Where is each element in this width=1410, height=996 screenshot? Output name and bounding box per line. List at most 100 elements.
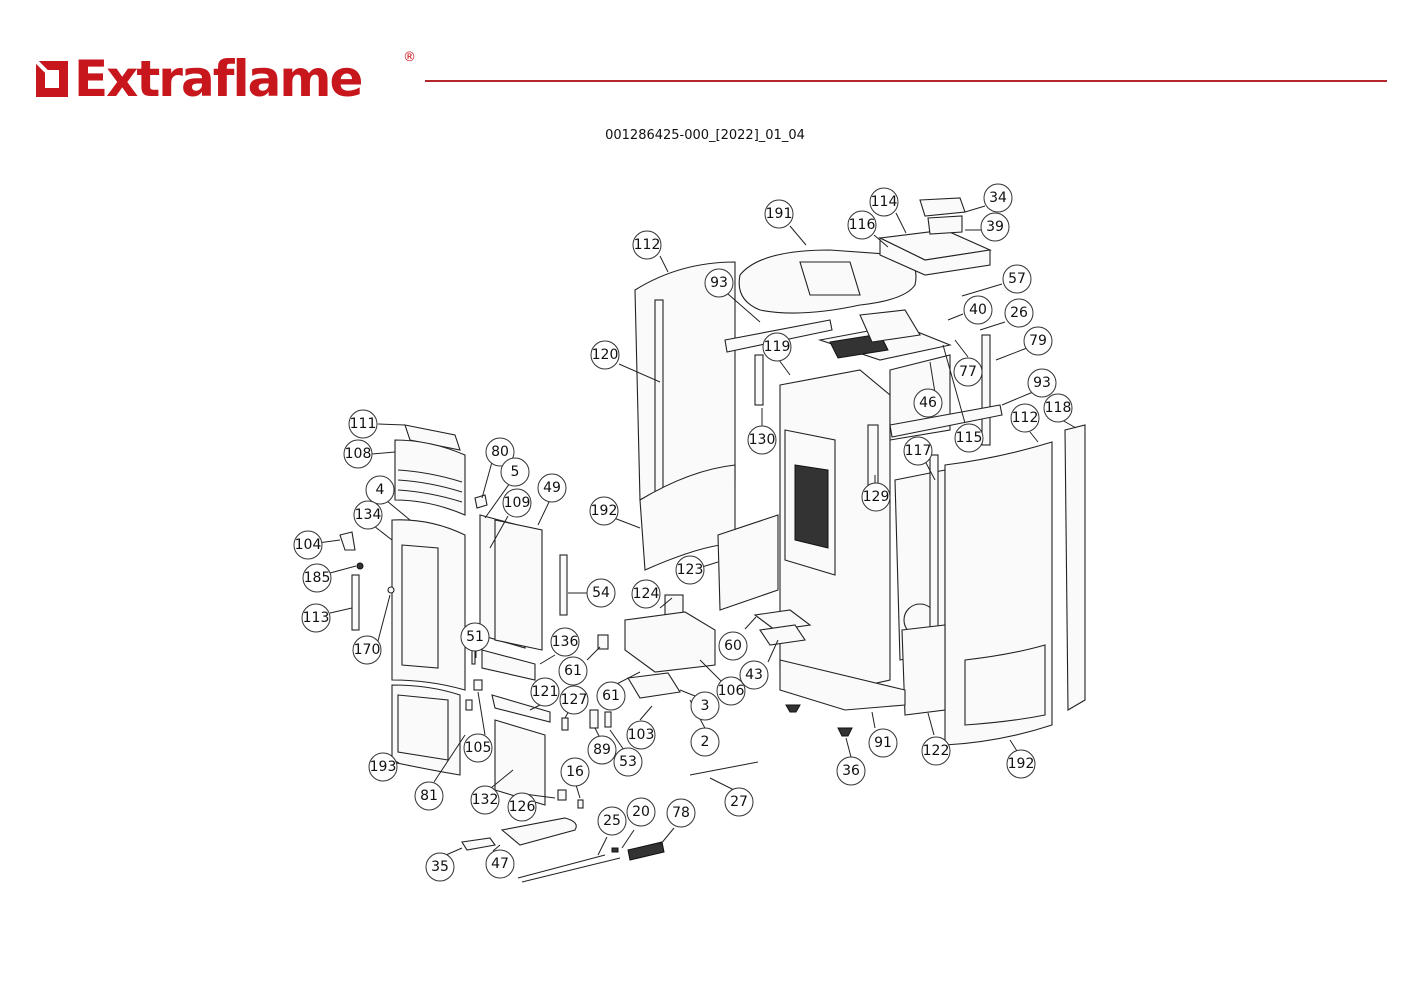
svg-text:89: 89 (593, 742, 611, 758)
callout-109: 109 (502, 488, 532, 518)
callout-77: 77 (953, 357, 983, 387)
svg-text:35: 35 (431, 859, 449, 875)
document-code: 001286425-000_[2022]_01_04 (605, 128, 805, 143)
callout-34: 34 (983, 183, 1013, 213)
svg-text:122: 122 (923, 743, 950, 759)
part-rail-79 (981, 334, 991, 446)
part-foot-left (785, 704, 801, 713)
callout-2: 2 (690, 727, 720, 757)
callout-91: 91 (868, 728, 898, 758)
svg-text:91: 91 (874, 735, 892, 751)
svg-text:2: 2 (701, 734, 710, 750)
callout-80: 80 (485, 437, 515, 467)
svg-text:16: 16 (566, 764, 584, 780)
svg-text:115: 115 (956, 430, 983, 446)
svg-text:170: 170 (354, 642, 381, 658)
callout-112-left: 112 (632, 230, 662, 260)
svg-text:47: 47 (491, 856, 509, 872)
callout-61-a: 61 (558, 656, 588, 686)
callout-192-left: 192 (589, 496, 619, 526)
svg-text:132: 132 (472, 792, 499, 808)
part-tray-60 (753, 609, 812, 631)
callout-93-right: 93 (1027, 368, 1057, 398)
part-hopper-frame (859, 309, 921, 343)
part-clip-105 (473, 679, 483, 691)
svg-text:119: 119 (764, 339, 791, 355)
part-remote-35 (461, 837, 496, 851)
part-bracket-89 (589, 709, 599, 729)
callout-49: 49 (537, 473, 567, 503)
callout-36: 36 (836, 756, 866, 786)
part-screw-16 (577, 799, 584, 809)
svg-text:104: 104 (295, 537, 322, 553)
part-top-plate-side (879, 237, 991, 276)
part-pin-170 (387, 586, 395, 594)
part-glass-49 (494, 519, 543, 651)
svg-text:103: 103 (628, 727, 655, 743)
svg-text:93: 93 (710, 275, 728, 291)
part-left-bracket-120 (654, 299, 664, 501)
part-handle-113 (351, 574, 360, 631)
callout-81: 81 (414, 781, 444, 811)
callout-57: 57 (1002, 264, 1032, 294)
callout-113: 113 (301, 603, 331, 633)
part-screw-51 (471, 649, 476, 665)
svg-text:105: 105 (465, 740, 492, 756)
svg-text:113: 113 (303, 610, 330, 626)
brand-name: Extraflame (74, 50, 363, 108)
svg-text:127: 127 (561, 692, 588, 708)
callout-51: 51 (460, 622, 490, 652)
part-handle-base (927, 215, 963, 235)
svg-text:43: 43 (745, 667, 763, 683)
part-bracket-117 (929, 454, 939, 651)
svg-text:123: 123 (677, 562, 704, 578)
part-front-upper-slots (397, 469, 463, 503)
callout-111: 111 (348, 409, 378, 439)
part-cable-27 (689, 761, 759, 776)
callout-191: 191 (764, 199, 794, 229)
svg-text:77: 77 (959, 364, 977, 380)
callout-54: 54 (586, 578, 616, 608)
part-tray-43 (759, 624, 806, 646)
callout-78: 78 (666, 798, 696, 828)
svg-text:116: 116 (849, 217, 876, 233)
callout-120: 120 (590, 340, 620, 370)
callout-123: 123 (675, 555, 705, 585)
svg-text:34: 34 (989, 190, 1007, 206)
part-clip-127 (561, 717, 569, 731)
part-strip-54 (559, 554, 568, 616)
part-deflector-121 (491, 694, 551, 723)
svg-text:192: 192 (591, 503, 618, 519)
svg-text:25: 25 (603, 813, 621, 829)
svg-text:49: 49 (543, 480, 561, 496)
callout-79: 79 (1023, 326, 1053, 356)
part-handle-top (919, 197, 966, 217)
part-front-top-111 (404, 424, 461, 451)
svg-text:117: 117 (905, 443, 932, 459)
callout-126: 126 (507, 792, 537, 822)
svg-text:3: 3 (701, 698, 710, 714)
callout-112-right: 112 (1010, 403, 1040, 433)
part-panel-122 (901, 624, 946, 716)
callout-26: 26 (1004, 298, 1034, 328)
callout-117: 117 (903, 436, 933, 466)
svg-text:61: 61 (564, 663, 582, 679)
part-panel-123 (717, 514, 779, 611)
svg-text:126: 126 (509, 799, 536, 815)
part-bracket-124 (664, 594, 684, 616)
callout-60: 60 (718, 631, 748, 661)
svg-text:20: 20 (632, 804, 650, 820)
svg-text:57: 57 (1008, 271, 1026, 287)
callout-121: 121 (530, 677, 560, 707)
brand-logo: Extraflame (34, 50, 363, 108)
part-clip-126 (557, 789, 567, 801)
svg-text:60: 60 (724, 638, 742, 654)
callout-40: 40 (963, 295, 993, 325)
svg-text:61: 61 (602, 688, 620, 704)
callout-35: 35 (425, 852, 455, 882)
part-profile-118 (1064, 424, 1086, 711)
svg-text:112: 112 (634, 237, 661, 253)
part-panel-132 (494, 719, 546, 806)
part-front-upper-108 (394, 439, 466, 516)
